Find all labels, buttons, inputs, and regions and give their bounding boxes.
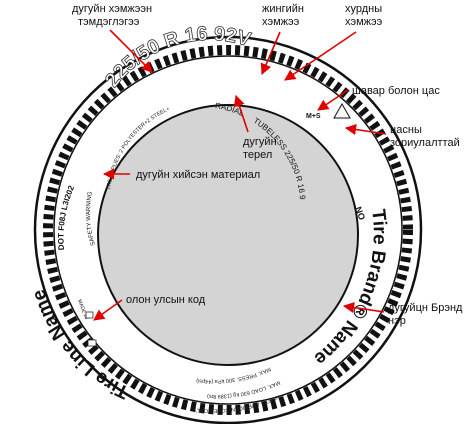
callout-speed: хурдны хэмжээ xyxy=(345,3,383,28)
arrow-country-code xyxy=(93,299,123,321)
callout-snow-rated-line2: зориулалттай xyxy=(390,137,460,149)
callout-tire-type: дугуйн терел xyxy=(243,136,277,161)
callout-brand: дугуйцн Брэнд нэр xyxy=(388,302,463,327)
arrow-width xyxy=(260,31,281,76)
callout-snow-rated: цасны зориулалттай xyxy=(390,124,460,149)
tire-tread-blocks xyxy=(43,45,413,415)
snowflake-icon xyxy=(333,102,351,119)
arrow-tire-type xyxy=(233,94,249,133)
callout-tire-size-line2: тэмдэглэгээ xyxy=(78,16,140,28)
callout-brand-line1: дугуйцн Брэнд xyxy=(388,302,463,314)
country-code-box xyxy=(87,339,97,347)
tire-rim-area xyxy=(97,104,359,366)
callout-snow-rated-line1: цасны xyxy=(390,124,422,136)
callout-arrows xyxy=(93,29,387,321)
arrow-speed xyxy=(284,31,357,81)
tire xyxy=(33,35,423,424)
arrow-snow-rated xyxy=(344,123,387,136)
arrow-tire-size xyxy=(109,29,153,73)
callout-brand-line2: нэр xyxy=(388,315,406,327)
callout-speed-line2: хэмжээ xyxy=(345,16,383,28)
arrow-brand xyxy=(342,301,385,314)
callout-width-line1: жингийн xyxy=(262,3,304,15)
callout-width: жингийн хэмжээ xyxy=(262,3,304,28)
callout-material: дугуйн хийсэн материал xyxy=(136,169,260,181)
callout-tire-size: дугуйн хэмжээн тэмдэглэгээ xyxy=(72,3,152,28)
no-mark: NO xyxy=(353,205,367,221)
callout-mud-snow: шавар болон цас xyxy=(352,85,440,97)
callout-speed-line1: хурдны xyxy=(345,3,382,15)
dot-box xyxy=(85,311,94,319)
callout-width-line2: хэмжээ xyxy=(262,16,300,28)
callout-tire-type-line2: терел xyxy=(243,149,272,161)
callout-country-code: олон улсын код xyxy=(126,294,206,306)
arrow-mud-snow xyxy=(317,89,349,111)
callout-tire-size-line1: дугуйн хэмжээн xyxy=(72,3,152,15)
safety-warning-text: SAFETY WARNING xyxy=(86,191,97,246)
callout-tire-type-line1: дугуйн xyxy=(243,136,277,148)
mud-snow-mark: M+S xyxy=(306,113,321,120)
